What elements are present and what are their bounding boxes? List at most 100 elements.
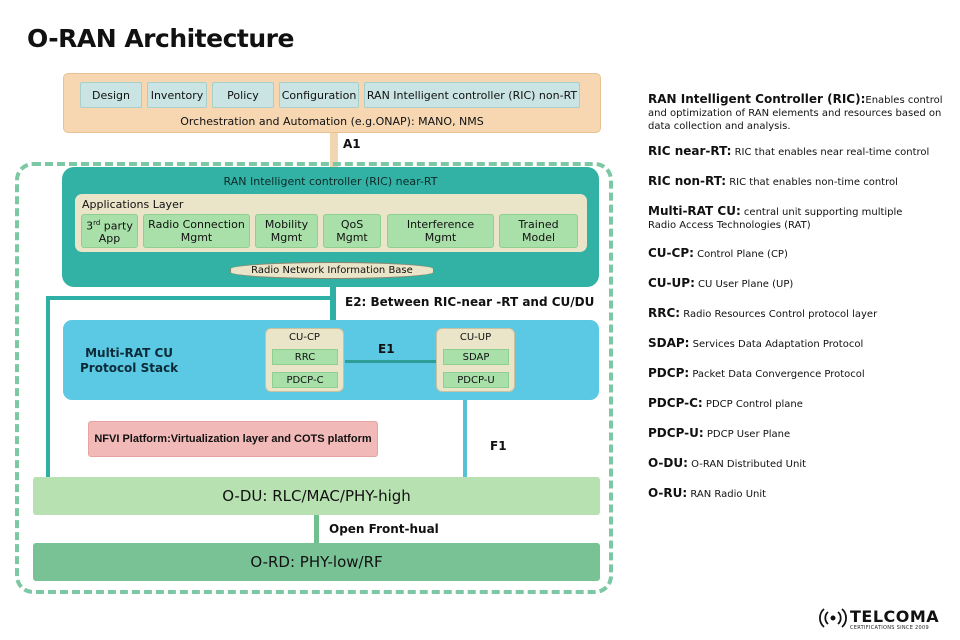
logo-name: TELCOMA [850,607,940,626]
glossary-desc: RIC that enables near real-time control [731,147,930,158]
app-radio-connection-line1: Radio Connection [148,218,245,231]
orchestration-caption: Orchestration and Automation (e.g.ONAP):… [180,115,484,128]
inventory-item: Inventory [147,82,207,108]
f1-label: F1 [490,439,507,453]
o-rd-box: O-RD: PHY-low/RF [33,543,600,581]
signal-wave-icon [819,608,847,628]
glossary-entry: CU-UP: CU User Plane (UP) [648,277,958,291]
glossary-term: CU-UP: [648,276,695,290]
glossary-desc: RAN Radio Unit [687,489,767,500]
e1-label: E1 [378,342,395,356]
glossary-term: Multi-RAT CU: [648,204,741,218]
glossary-desc: Packet Data Convergence Protocol [689,369,865,380]
glossary-entry: PDCP-U: PDCP User Plane [648,427,958,441]
glossary-desc: Enables control and optimization of RAN … [648,95,943,132]
app-radio-connection-line2: Mgmt [180,231,213,244]
logo-tagline: CERTIFICATIONS SINCE 2009 [850,625,929,631]
applications-layer-title: Applications Layer [82,198,184,211]
app-mobility-mgmt: Mobility Mgmt [255,214,318,248]
glossary-term: CU-CP: [648,246,694,260]
e2-connector-horizontal [46,296,336,300]
open-fronthaul-label: Open Front-hual [329,522,439,536]
app-3rd-party-num: 3 [86,219,94,233]
e1-connector [345,360,436,363]
configuration-item: Configuration [279,82,359,108]
a1-label: A1 [343,137,361,151]
design-item: Design [80,82,142,108]
f1-connector [463,398,467,478]
glossary-term: PDCP-U: [648,426,704,440]
glossary-entry: Multi-RAT CU: central unit supporting mu… [648,205,918,232]
app-mobility-line2: Mgmt [270,231,303,244]
cu-up-title: CU-UP [459,332,492,343]
glossary-entry: PDCP: Packet Data Convergence Protocol [648,367,958,381]
app-radio-connection-mgmt: Radio Connection Mgmt [143,214,250,248]
glossary-entry: RIC near-RT: RIC that enables near real-… [648,145,958,159]
glossary-desc: PDCP User Plane [703,429,791,440]
glossary-desc: O-RAN Distributed Unit [687,459,807,470]
glossary-desc: CU User Plane (UP) [694,279,794,290]
oran-boundary-frame [15,162,613,594]
radio-network-information-base: Radio Network Information Base [230,262,434,279]
app-trained-model: Trained Model [499,214,578,248]
telcoma-logo: TELCOMA CERTIFICATIONS SINCE 2009 [818,605,948,635]
glossary-desc: central unit supporting multiple Radio A… [648,207,903,231]
policy-item: Policy [212,82,274,108]
app-qos-line1: QoS [340,218,364,231]
o-du-box: O-DU: RLC/MAC/PHY-high [33,477,600,515]
cu-title-line1: Multi-RAT CU [85,346,174,360]
app-interference-mgmt: Interference Mgmt [387,214,494,248]
glossary-entry: CU-CP: Control Plane (CP) [648,247,958,261]
glossary-entry: RIC non-RT: RIC that enables non-time co… [648,175,958,189]
rrc-item: RRC [272,349,338,365]
ric-non-rt-item: RAN Intelligent controller (RIC) non-RT [364,82,580,108]
glossary-term: RAN Intelligent Controller (RIC): [648,92,866,106]
glossary-desc: Radio Resources Control protocol layer [680,309,878,320]
glossary-term: SDAP: [648,336,690,350]
pdcp-u-item: PDCP-U [443,372,509,388]
glossary-term: O-RU: [648,486,688,500]
e2-connector-left [46,296,50,478]
orchestration-box: Design Inventory Policy Configuration RA… [63,73,601,133]
cu-title-line2: Protocol Stack [80,361,179,375]
glossary-term: O-DU: [648,456,688,470]
glossary: RAN Intelligent Controller (RIC):Enables… [648,93,958,501]
glossary-entry: O-DU: O-RAN Distributed Unit [648,457,958,471]
app-interference-line2: Mgmt [424,231,457,244]
app-qos-mgmt: QoS Mgmt [323,214,381,248]
app-mobility-line1: Mobility [264,218,309,231]
glossary-entry: SDAP: Services Data Adaptation Protocol [648,337,958,351]
multi-rat-cu-box: Multi-RAT CU Protocol Stack CU-CP RRC PD… [63,320,599,400]
glossary-entry: O-RU: RAN Radio Unit [648,487,958,501]
cu-title: Multi-RAT CU Protocol Stack [80,346,178,376]
e2-connector-ric [330,285,336,321]
glossary-term: PDCP: [648,366,690,380]
fronthaul-connector [314,514,319,544]
glossary-desc: Services Data Adaptation Protocol [689,339,864,350]
glossary-desc: RIC that enables non-time control [726,177,898,188]
glossary-entry: RRC: Radio Resources Control protocol la… [648,307,958,321]
a1-connector [330,131,338,167]
ric-near-rt-title: RAN Intelligent controller (RIC) near-RT [223,175,438,188]
app-trained-line1: Trained [518,218,559,231]
app-qos-line2: Mgmt [336,231,368,244]
app-3rd-party-word: party [100,219,133,233]
glossary-desc: Control Plane (CP) [693,249,788,260]
glossary-entry: PDCP-C: PDCP Control plane [648,397,958,411]
cu-cp-title: CU-CP [289,332,320,343]
glossary-term: RRC: [648,306,681,320]
glossary-term: RIC non-RT: [648,174,727,188]
cu-up-box: CU-UP SDAP PDCP-U [436,328,515,392]
glossary-term: PDCP-C: [648,396,703,410]
glossary-term: RIC near-RT: [648,144,732,158]
app-3rd-party-sup: rd [93,218,101,227]
applications-layer: Applications Layer 3rd party App Radio C… [75,194,587,252]
app-interference-line1: Interference [406,218,475,231]
cu-cp-box: CU-CP RRC PDCP-C [265,328,344,392]
pdcp-c-item: PDCP-C [272,372,338,388]
app-3rd-party-line2: App [98,232,121,246]
ric-near-rt-box: RAN Intelligent controller (RIC) near-RT… [62,167,599,287]
glossary-desc: PDCP Control plane [702,399,803,410]
app-3rd-party: 3rd party App [81,214,138,248]
glossary-entry: RAN Intelligent Controller (RIC):Enables… [648,93,958,133]
